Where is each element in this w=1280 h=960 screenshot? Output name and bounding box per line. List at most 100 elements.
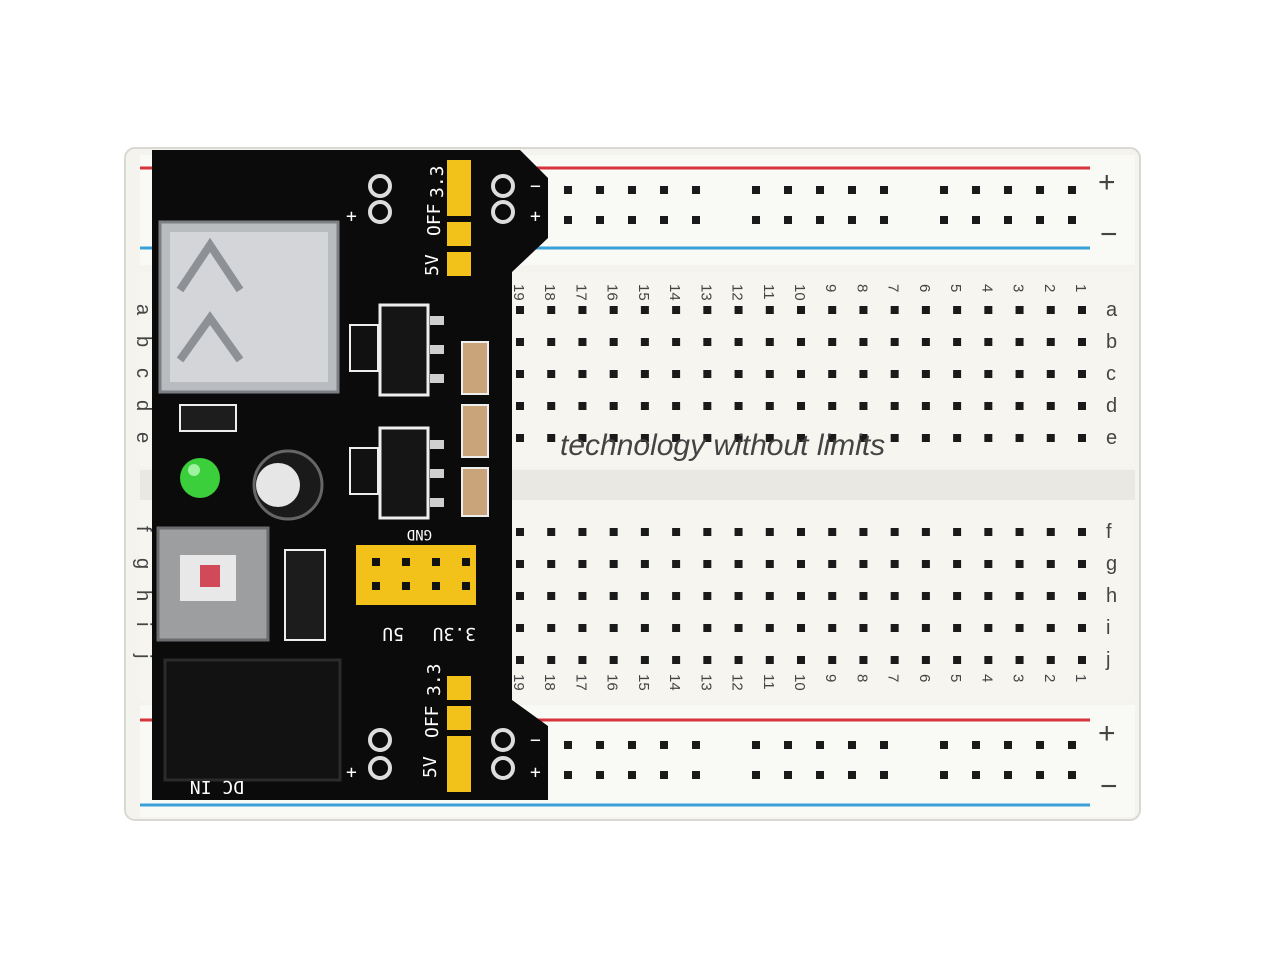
breadboard-hole [859,592,868,600]
breadboard-hole [1078,306,1086,314]
row-label-left: h [132,590,154,601]
breadboard-hole [547,592,556,600]
breadboard-hole [859,370,868,378]
breadboard-hole [921,592,930,600]
rail-hole [848,741,856,749]
rail-hole [784,216,792,224]
power-led-highlight [188,464,200,476]
breadboard-hole [609,560,618,568]
breadboard-hole [828,434,837,442]
rail-hole [1036,216,1044,224]
breadboard-hole [547,528,556,536]
usb-port-inner [170,232,328,382]
rail-hole [596,771,604,779]
watermark: technology without limits [560,429,885,462]
breadboard-hole [672,592,681,600]
bottom-rail-minus: − [1100,770,1118,803]
column-label: 16 [604,284,621,301]
breadboard-hole [828,338,837,346]
rail-hole [752,741,760,749]
breadboard-hole [672,656,681,664]
row-label: d [1106,395,1117,417]
column-label: 1 [1072,284,1089,292]
column-label: 10 [791,674,808,691]
breadboard-hole [547,560,556,568]
top-rail-minus: − [1100,218,1118,251]
rail-hole [1068,216,1076,224]
breadboard-hole [859,338,868,346]
breadboard-hole [953,370,962,378]
rail-hole [628,216,636,224]
breadboard-hole [578,370,587,378]
breadboard-hole [609,402,618,410]
breadboard-hole [1015,434,1024,442]
row-label-left: g [132,558,154,569]
rail-hole [816,186,824,194]
breadboard-hole [516,624,524,632]
top-jumper-pin-3 [447,222,471,246]
breadboard-hole [797,434,805,442]
row-label-left: i [132,622,154,626]
breadboard-hole [953,338,962,346]
regulator-2 [378,426,430,520]
breadboard-hole [859,528,868,536]
rail-hole [880,741,888,749]
bottom-left-pad-2 [368,756,392,780]
breadboard-hole [578,306,587,314]
breadboard-hole [953,434,962,442]
top-label-3v3: 3.3 [427,165,448,198]
column-label: 8 [853,674,870,682]
breadboard-hole [1015,338,1024,346]
slide-switch [284,549,326,641]
breadboard-hole [890,656,899,664]
breadboard-hole [640,434,649,442]
breadboard-hole [859,434,868,442]
regulator-2-tab [349,447,379,495]
breadboard-hole [1078,528,1086,536]
breadboard-hole [859,560,868,568]
breadboard-hole [1015,402,1024,410]
rail-hole [1004,216,1012,224]
top-right-minus: − [530,176,541,197]
breadboard-hole [578,434,587,442]
bottom-label-off: OFF [422,705,443,738]
breadboard-hole [640,528,649,536]
breadboard-hole [609,624,618,632]
breadboard-hole [953,592,962,600]
header-pins [372,558,470,590]
column-label: 5 [947,674,964,682]
top-jumper-pin-4 [447,252,471,276]
rail-hole [784,741,792,749]
breadboard-hole [547,306,556,314]
regulator-pins [430,316,444,507]
breadboard-hole [1046,306,1055,314]
breadboard-hole [578,656,587,664]
breadboard-hole [765,338,774,346]
breadboard-hole [640,560,649,568]
column-label: 16 [604,674,621,691]
breadboard-hole [516,402,524,410]
row-label-left: c [132,368,154,378]
rail-hole [848,216,856,224]
breadboard-hole [890,370,899,378]
column-label: 9 [822,284,839,292]
row-label: b [1106,331,1117,353]
breadboard-hole [953,528,962,536]
breadboard-hole [1078,338,1086,346]
column-label: 3 [1010,674,1027,682]
breadboard-hole [797,656,805,664]
rail-hole [564,771,572,779]
power-supply-module: DC IN 3.3 OFF 5V + − + GND 5U 3 [152,150,548,800]
bottom-right-plus: + [530,762,541,783]
rail-hole [972,771,980,779]
breadboard-hole [516,528,524,536]
breadboard-hole [1046,434,1055,442]
breadboard-hole [1046,402,1055,410]
rail-hole [1068,741,1076,749]
breadboard-hole [703,624,712,632]
rail-hole [752,216,760,224]
breadboard-hole [734,656,743,664]
breadboard-hole [953,560,962,568]
rail-hole [880,216,888,224]
breadboard-hole [890,434,899,442]
